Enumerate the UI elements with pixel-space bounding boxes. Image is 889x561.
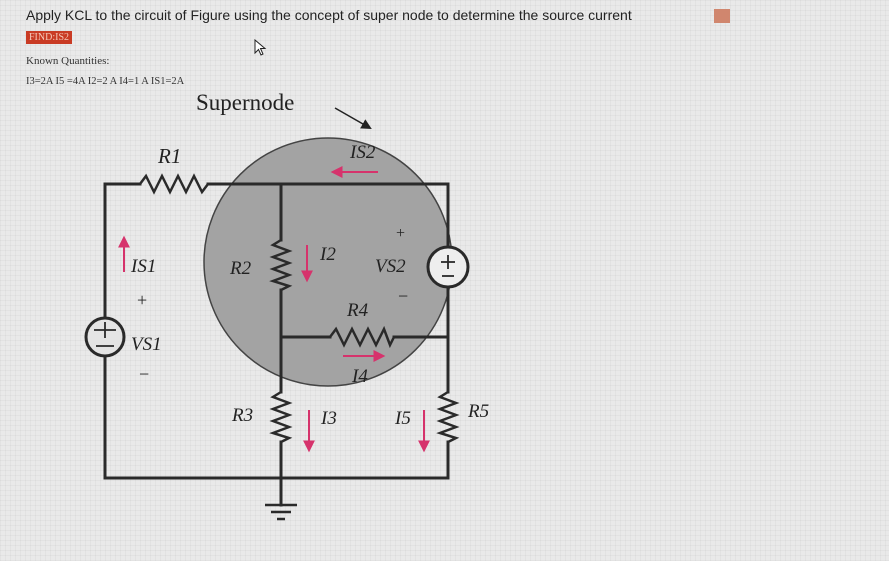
vs2-minus-sign: −	[398, 286, 408, 306]
label-is2: IS2	[349, 142, 376, 163]
question-text: Apply KCL to the circuit of Figure using…	[26, 7, 632, 23]
label-r4: R4	[346, 300, 369, 321]
label-i3: I3	[320, 408, 337, 429]
voltage-source-vs1	[84, 316, 126, 358]
resistor-r3	[269, 390, 293, 444]
image-icon	[714, 9, 730, 23]
mouse-cursor-icon	[254, 39, 267, 56]
resistor-r1	[139, 173, 209, 195]
supernode-label: Supernode	[196, 90, 294, 115]
label-r3: R3	[231, 405, 253, 426]
vs1-minus-sign: −	[139, 364, 149, 384]
resistor-r5	[436, 390, 460, 444]
label-r1: R1	[157, 144, 181, 168]
vs2-plus-sign: +	[396, 225, 405, 242]
vs1-plus-sign: +	[137, 290, 147, 310]
label-r5: R5	[467, 401, 489, 422]
supernode-pointer-arrow	[334, 107, 372, 130]
label-i5: I5	[394, 408, 411, 429]
resistor-r4	[329, 325, 396, 349]
label-is1: IS1	[130, 256, 156, 277]
label-i4: I4	[351, 366, 368, 387]
known-quantities-values: I3=2A I5 =4A I2=2 A I4=1 A IS1=2A	[26, 76, 185, 87]
resistor-r2	[269, 238, 293, 292]
label-vs1: VS1	[131, 334, 162, 355]
known-quantities-title: Known Quantities:	[26, 55, 110, 67]
voltage-source-vs2	[426, 245, 470, 289]
label-r2: R2	[229, 258, 252, 279]
circuit-wires	[103, 182, 450, 507]
label-i2: I2	[319, 244, 336, 265]
find-badge: FIND:IS2	[26, 31, 73, 44]
label-vs2: VS2	[375, 256, 406, 277]
ground-symbol	[265, 503, 297, 521]
